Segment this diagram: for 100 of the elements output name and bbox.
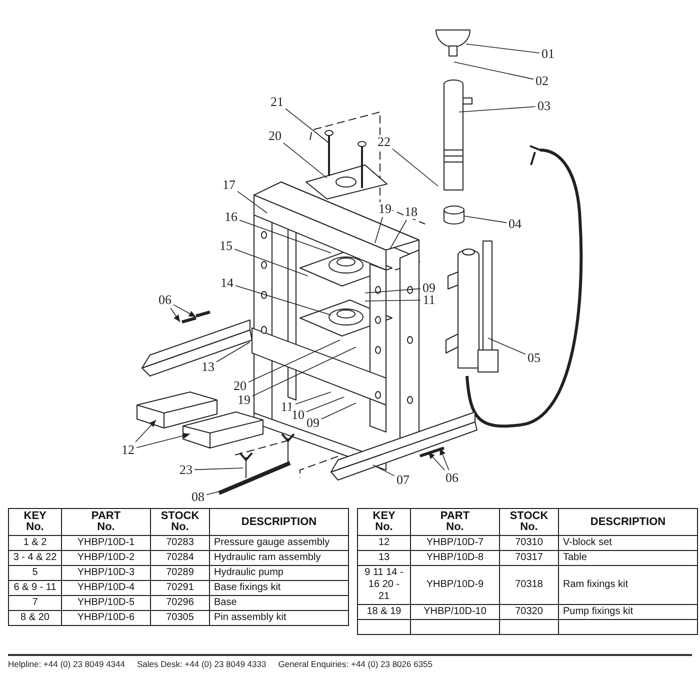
- leader-line: [364, 288, 421, 294]
- leader-line: [194, 468, 244, 470]
- leader-line: [374, 216, 383, 244]
- leader-line: [390, 220, 407, 250]
- callout-number: 20: [232, 379, 248, 393]
- callout-number: 05: [526, 351, 542, 365]
- column-header: DESCRIPTION: [210, 508, 348, 536]
- table-cell: 70317: [500, 550, 558, 566]
- table-cell: 12: [358, 536, 410, 550]
- table-cell: 70289: [150, 566, 210, 580]
- table-cell: Base fixings kit: [210, 580, 348, 596]
- callout-number: 07: [396, 473, 410, 487]
- contact-text: Sales Desk: +44 (0) 23 8049 4333: [136, 659, 266, 669]
- table-cell: Pressure gauge assembly: [210, 536, 348, 550]
- callout-number: 04: [508, 217, 522, 231]
- leader-line: [216, 342, 250, 362]
- leader-line: [170, 308, 180, 322]
- callout-number: 19: [236, 393, 252, 407]
- table-cell: Pump fixings kit: [558, 604, 698, 620]
- table-cell: Base: [210, 596, 348, 610]
- table-cell: 13: [358, 550, 410, 566]
- leader-line: [372, 464, 395, 476]
- table-cell: Hydraulic pump: [210, 566, 348, 580]
- callout-number: 09: [306, 416, 320, 430]
- table-cell: YHBP/10D-5: [62, 596, 150, 610]
- ram-saddle-drawing: [444, 206, 464, 224]
- callout-number: 06: [158, 293, 172, 307]
- table-cell: 9 11 14 - 16 20 - 21: [358, 566, 410, 604]
- callout-number: 15: [218, 239, 234, 253]
- callout-number: 08: [190, 490, 206, 504]
- table-cell: YHBP/10D-7: [410, 536, 500, 550]
- leader-line: [440, 448, 450, 470]
- callout-number: 12: [120, 443, 136, 457]
- leader-line: [458, 106, 536, 112]
- table-cell: 70318: [500, 566, 558, 604]
- leader-line: [239, 220, 332, 254]
- table-cell: YHBP/10D-1: [62, 536, 150, 550]
- table-cell: YHBP/10D-3: [62, 566, 150, 580]
- callout-number: 10: [290, 408, 306, 422]
- column-header: PART No.: [410, 508, 500, 536]
- callout-number: 03: [536, 99, 552, 113]
- table-cell: YHBP/10D-8: [410, 550, 500, 566]
- table-cell: 70284: [150, 550, 210, 566]
- leader-line: [295, 392, 332, 404]
- table-cell: 70320: [500, 604, 558, 620]
- contact-text: Helpline: +44 (0) 23 8049 4344: [8, 659, 125, 669]
- column-header: PART No.: [62, 508, 150, 536]
- leader-line: [234, 248, 308, 276]
- table-cell: YHBP/10D-6: [62, 610, 150, 626]
- leader-line: [464, 216, 507, 224]
- table-cell: 70283: [150, 536, 210, 550]
- table-cell: 8 & 20: [8, 610, 62, 626]
- callout-number: 21: [270, 95, 284, 109]
- leader-line: [248, 340, 340, 382]
- leader-line: [252, 346, 356, 396]
- callout-number: 02: [534, 74, 550, 88]
- table-cell: 7: [8, 596, 62, 610]
- callout-number: 22: [376, 135, 392, 149]
- table-cell: 70305: [150, 610, 210, 626]
- callout-number: 13: [200, 360, 216, 374]
- table-cell: 6 & 9 - 11: [8, 580, 62, 596]
- callout-number: 14: [220, 276, 234, 290]
- table-cell: 3 - 4 & 22: [8, 550, 62, 566]
- table-cell: YHBP/10D-2: [62, 550, 150, 566]
- callout-number: 17: [222, 178, 236, 192]
- leader-line: [285, 108, 330, 144]
- callout-number: 01: [540, 47, 556, 61]
- column-header: STOCK No.: [500, 508, 558, 536]
- leader-line: [454, 62, 534, 80]
- table-cell: Pin assembly kit: [210, 610, 348, 626]
- table-cell: 1 & 2: [8, 536, 62, 550]
- leader-line: [136, 432, 190, 448]
- table-cell: 5: [8, 566, 62, 580]
- table-cell: YHBP/10D-4: [62, 580, 150, 596]
- callout-number: 11: [422, 293, 436, 307]
- callout-number: 23: [178, 463, 194, 477]
- table-cell: Hydraulic ram assembly: [210, 550, 348, 566]
- table-cell: V-block set: [558, 536, 698, 550]
- table-cell: Table: [558, 550, 698, 566]
- leader-line: [392, 148, 438, 186]
- leader-line: [173, 304, 196, 318]
- column-header: DESCRIPTION: [558, 508, 698, 536]
- leader-line: [283, 142, 328, 178]
- table-cell: 70296: [150, 596, 210, 610]
- table-cell: 18 & 19: [358, 604, 410, 620]
- contact-text: General Enquiries: +44 (0) 23 8026 6355: [278, 659, 433, 669]
- callout-number: 18: [404, 205, 418, 219]
- callout-number: 06: [444, 471, 460, 485]
- table-cell: 70310: [500, 536, 558, 550]
- callout-number: 16: [224, 210, 238, 224]
- leader-line: [488, 338, 526, 355]
- leader-line: [306, 396, 344, 412]
- leader-line: [237, 190, 268, 214]
- column-header: KEY No.: [358, 508, 410, 536]
- leader-line: [428, 452, 445, 470]
- table-cell: YHBP/10D-10: [410, 604, 500, 620]
- column-header: STOCK No.: [150, 508, 210, 536]
- column-header: KEY No.: [8, 508, 62, 536]
- leader-line: [135, 420, 156, 442]
- leader-line: [364, 300, 421, 302]
